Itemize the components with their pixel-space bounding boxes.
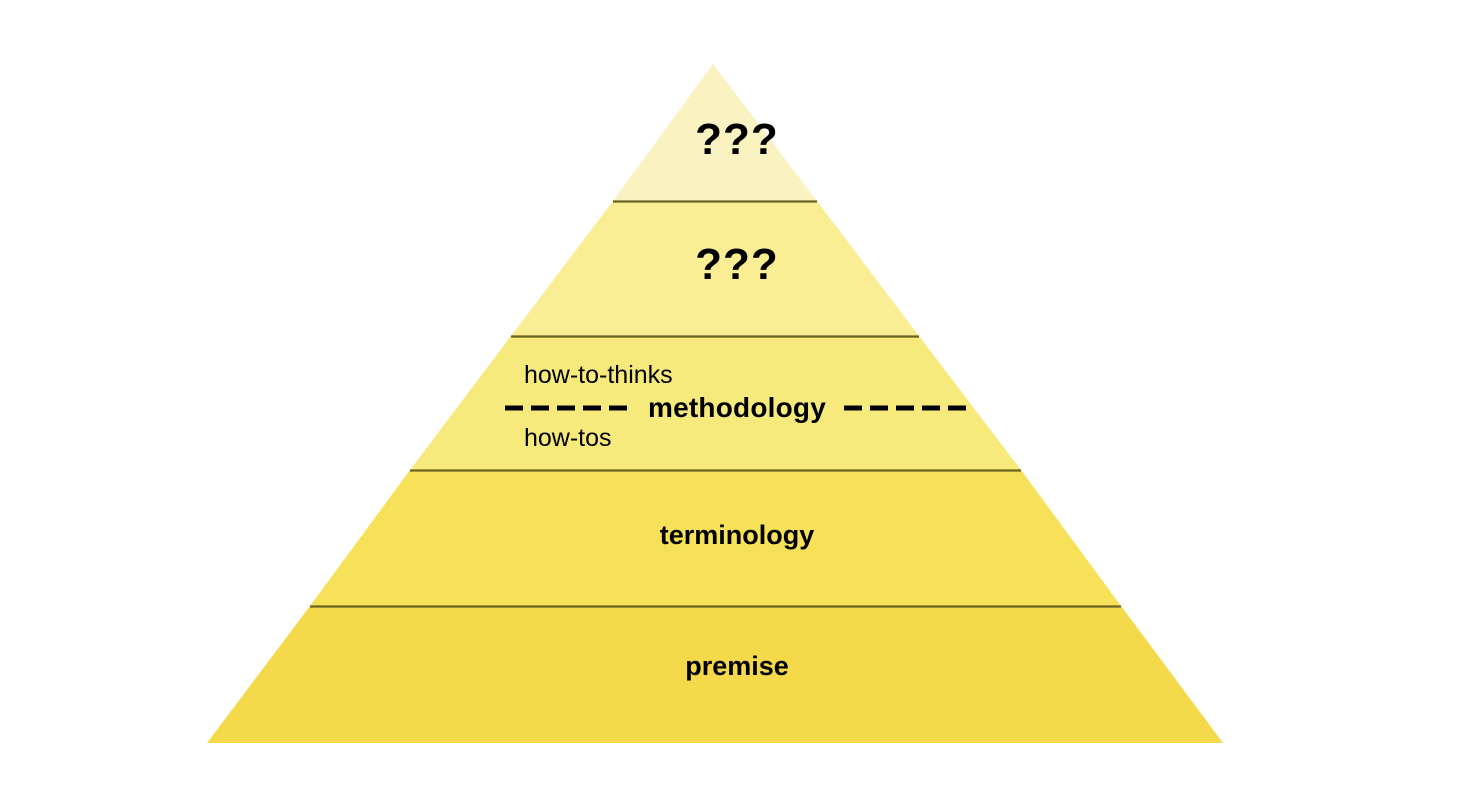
pyramid-tier-2-label: ??? [695,240,779,289]
pyramid-tier-5-label: premise [685,651,789,681]
pyramid-tier-1-label: ??? [695,115,779,164]
pyramid-tier-4-label: terminology [659,520,815,550]
pyramid-tier-4-shape [310,470,1121,606]
pyramid-tier-1-shape [613,64,817,201]
pyramid-tier-5-shape [207,606,1223,743]
pyramid-tier-2-shape [511,201,919,336]
pyramid-tier-3-shape [410,336,1021,470]
